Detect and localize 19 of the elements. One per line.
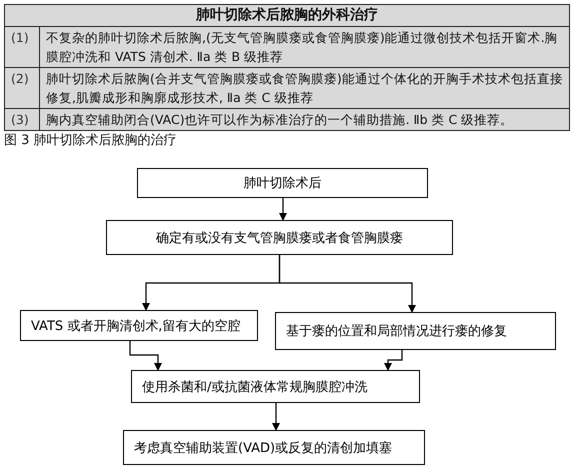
process-box: VATS 或者开胸清创术,留有大的空腔 <box>20 310 258 341</box>
table-cell: 不复杂的肺叶切除术后脓胸,(无支气管胸膜瘘或食管胸膜瘘)能通过微创技术包括开窗术.胸膜腔冲洗和 VATS 清创术. Ⅱa 类 B 级推荐 <box>40 26 570 68</box>
table-cell: (3) <box>4 108 40 130</box>
arrow <box>272 403 280 431</box>
arrow <box>278 255 416 313</box>
arrow <box>384 350 403 371</box>
table-cell: (2) <box>4 68 40 108</box>
process-box: 确定有或没有支气管胸膜瘘或者食管胸膜瘘 <box>106 220 453 255</box>
table-cell: (1) <box>4 26 40 68</box>
table-cell: 胸内真空辅助闭合(VAC)也许可以作为标准治疗的一个辅助措施. Ⅱb 类 C 级推荐。 <box>40 108 570 130</box>
table-header: 肺叶切除术后脓胸的外科治疗 <box>4 4 570 26</box>
table-cell: 肺叶切除术后脓胸(合并支气管胸膜瘘或食管胸膜瘘)能通过个体化的开胸手术技术包括直接修复,肌瓣成形和胸廓成形技术, Ⅱa 类 C 级推荐 <box>40 68 570 108</box>
arrow <box>279 198 287 221</box>
process-box: 肺叶切除术后 <box>137 168 428 198</box>
figure-caption: 图 3 肺叶切除术后脓胸的治疗 <box>4 132 177 149</box>
process-box: 考虑真空辅助装置(VAD)或反复的清创加填塞 <box>123 430 425 465</box>
process-box: 基于瘘的位置和局部情况进行瘘的修复 <box>275 312 556 350</box>
process-box: 使用杀菌和/或抗菌液体常规胸膜腔冲洗 <box>131 370 420 403</box>
arrow <box>129 341 162 371</box>
